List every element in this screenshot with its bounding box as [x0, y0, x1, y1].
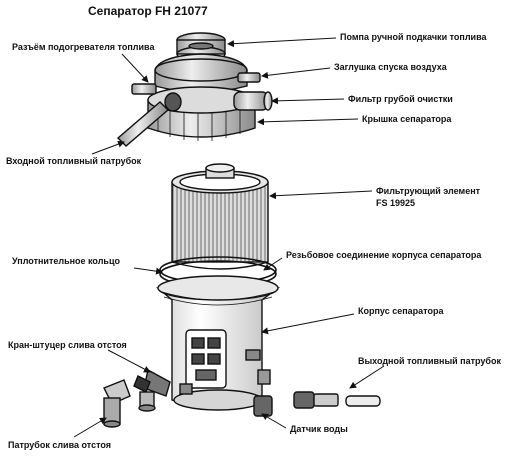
label-thread-connection: Резьбовое соединение корпуса сепаратора: [286, 250, 482, 260]
label-coarse-filter: Фильтр грубой очистки: [348, 94, 453, 104]
separator-body-part: [156, 275, 281, 417]
label-separator-cover: Крышка сепаратора: [362, 114, 452, 124]
label-separator-body: Корпус сепаратора: [358, 306, 444, 316]
filter-element: [171, 163, 269, 270]
heater-connector-part: [131, 83, 157, 95]
drain-valve-part: [133, 368, 171, 412]
water-sensor-part: [253, 395, 273, 417]
air-bleed-plug: [237, 72, 261, 83]
label-air-bleed-plug: Заглушка спуска воздуха: [334, 62, 447, 72]
label-heater-connector: Разъём подогревателя топлива: [12, 42, 155, 52]
fuel-outlet-part: [293, 391, 381, 409]
label-drain-pipe: Патрубок слива отстоя: [8, 440, 111, 450]
leader-lines: [73, 37, 385, 438]
label-drain-valve: Кран-штуцер слива отстоя: [8, 340, 127, 350]
label-filter-element: Фильтрующий элемент: [376, 186, 481, 196]
drain-pipe-part: [103, 379, 131, 428]
diagram-title: Сепаратор FH 21077: [88, 4, 208, 18]
label-filter-element-code: FS 19925: [376, 198, 416, 208]
coarse-filter-part: [233, 91, 269, 111]
label-hand-pump: Помпа ручной подкачки топлива: [340, 32, 487, 42]
label-water-sensor: Датчик воды: [290, 424, 348, 434]
separator-cover-assembly: [116, 32, 273, 147]
label-fuel-inlet: Входной топливный патрубок: [6, 156, 142, 166]
label-fuel-outlet: Выходной топливный патрубок: [358, 356, 501, 366]
label-seal-ring: Уплотнительное кольцо: [12, 256, 120, 266]
